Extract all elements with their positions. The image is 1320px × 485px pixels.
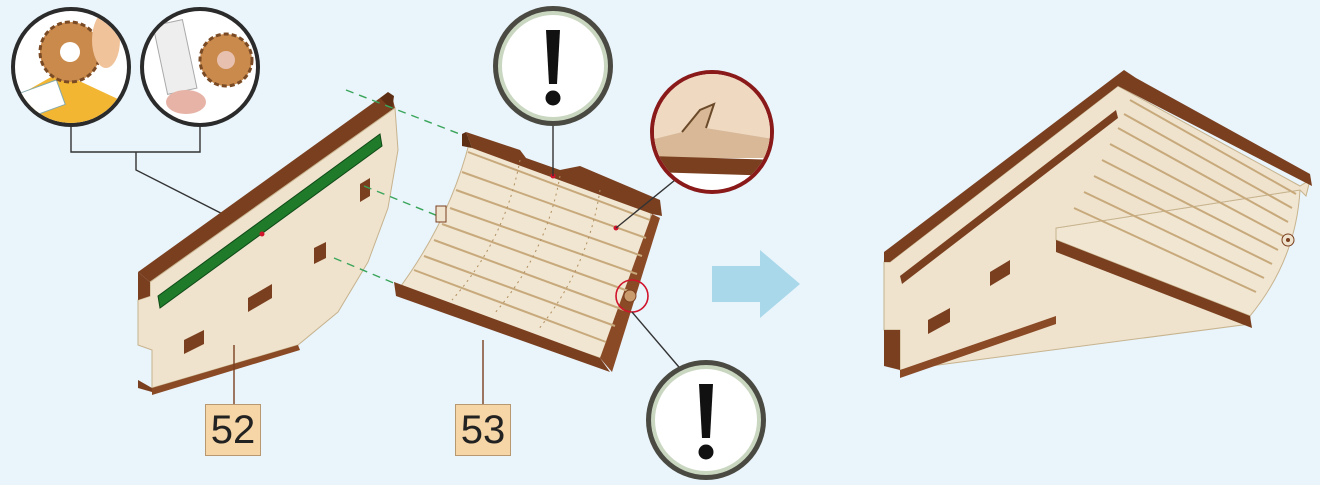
- part-label-53: 53: [455, 404, 511, 456]
- part-52-panel: [138, 92, 398, 395]
- part-53-floor: [394, 132, 662, 372]
- tool-detail-icon: [11, 7, 131, 128]
- exclamation-icon: [632, 312, 766, 480]
- part-label-52: 52: [205, 404, 261, 456]
- assembled-result: [884, 70, 1312, 378]
- tool-detail-icon: [140, 7, 260, 127]
- next-step-arrow-icon: [712, 250, 800, 318]
